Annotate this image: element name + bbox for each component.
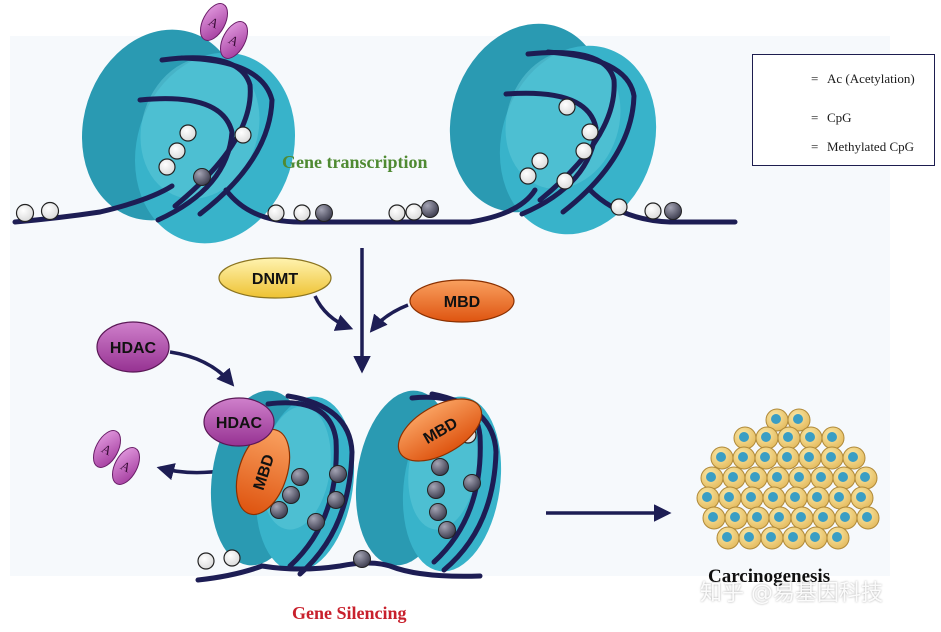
mbd-top-label: MBD [444,294,480,311]
legend-acetylation-text: Ac (Acetylation) [827,71,915,86]
tumor-cell [782,526,806,550]
mbd-bound-left: MBD [235,428,291,516]
methylated-cpg-top [193,168,682,222]
tumor-cell [716,526,740,550]
flow-arrows [156,248,672,522]
dnmt-label: DNMT [252,271,298,288]
carcinogenesis-label: Carcinogenesis [708,566,831,587]
tumor-cell [702,506,726,530]
tumor-cell [744,466,768,490]
tumor-cell [700,466,724,490]
legend-methylated-text: Methylated CpG [827,139,915,154]
tumor-cell [806,486,830,510]
tumor-cell [754,446,778,470]
tumor-cell [755,426,779,450]
tumor-cell [850,486,874,510]
tumor-cell [828,486,852,510]
tumor-cell [798,446,822,470]
tumor-cell [766,466,790,490]
legend-row-methylated: = Methylated CpG [753,136,934,158]
tumor-cell [722,466,746,490]
tumor-cell [821,426,845,450]
legend-row-cpg: = CpG [753,107,934,129]
methylated-cpg-bottom [270,458,481,568]
tumor-cell [777,426,801,450]
tumor-cell [810,466,834,490]
gene-transcription-label: Gene transcription [282,152,428,172]
tumor-cell [854,466,878,490]
hdac-bound: HDAC [203,397,275,447]
tumor-cell-cluster [696,408,880,550]
tumor-cell [760,526,784,550]
tumor-cell [799,426,823,450]
tumor-cell [834,506,858,530]
legend-box: = Ac (Acetylation) = CpG = Methylated Cp… [752,54,935,166]
watermark: 知乎 @易基因科技 [700,581,883,606]
tumor-cell [732,446,756,470]
tumor-cell [768,506,792,530]
mbd-enzyme: MBD [409,279,515,323]
tumor-cell [804,526,828,550]
tumor-cell [765,408,789,432]
mbd-bound-right: MBD [397,398,483,462]
tumor-cell [826,526,850,550]
tumor-cell [762,486,786,510]
tumor-cell [738,526,762,550]
tumor-cell [787,408,811,432]
tumor-cell [812,506,836,530]
tumor-cell [788,466,812,490]
tumor-cell [776,446,800,470]
legend-equals: = [811,110,819,125]
gene-silencing-label: Gene Silencing [292,603,407,623]
tumor-cell [718,486,742,510]
tumor-cell [733,426,757,450]
legend-equals: = [811,71,819,86]
tumor-cell [696,486,720,510]
hdac-bound-label: HDAC [216,415,263,432]
tumor-cell [832,466,856,490]
tumor-cell [820,446,844,470]
hdac-free-label: HDAC [110,340,157,357]
acetyl-pair-released: A A [92,430,141,485]
tumor-cell [784,486,808,510]
legend-row-acetylation: = Ac (Acetylation) [753,68,934,90]
tumor-cell [856,506,880,530]
hdac-enzyme: HDAC [96,321,170,373]
acetyl-pair-top: A A [199,3,249,59]
legend-equals: = [811,139,819,154]
dnmt-enzyme: DNMT [218,257,332,299]
tumor-cell [724,506,748,530]
tumor-cell [710,446,734,470]
tumor-cell [746,506,770,530]
legend-cpg-text: CpG [827,110,852,125]
tumor-cell [740,486,764,510]
tumor-cell [790,506,814,530]
tumor-cell [842,446,866,470]
cpg-sites-top [15,98,662,223]
